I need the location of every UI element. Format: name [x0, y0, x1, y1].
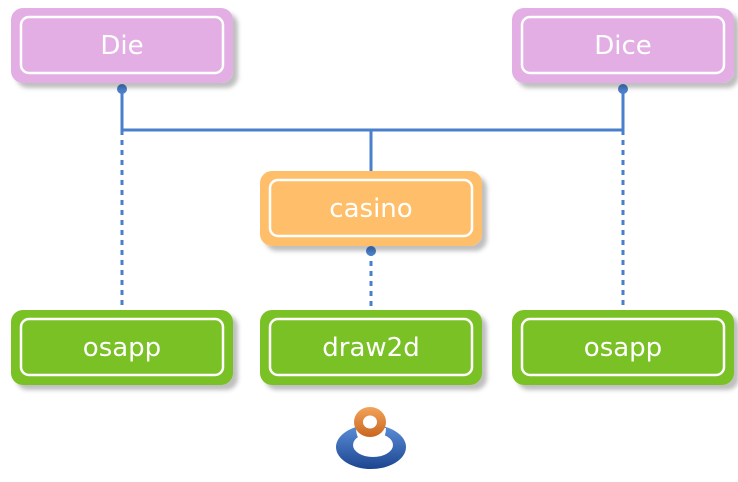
- node-casino[interactable]: casino: [260, 171, 482, 246]
- node-draw2d[interactable]: draw2d: [260, 310, 482, 385]
- node-casino-label: casino: [329, 194, 412, 224]
- node-die[interactable]: Die: [11, 8, 233, 83]
- node-osapp-left-label: osapp: [83, 333, 161, 363]
- node-dice-label: Dice: [594, 31, 652, 61]
- osbasics-logo-icon: [336, 407, 406, 469]
- connectors: [120, 89, 625, 312]
- connector-dots: [117, 84, 628, 256]
- connector-dot-die: [117, 84, 127, 94]
- node-die-label: Die: [100, 31, 143, 61]
- node-draw2d-label: draw2d: [322, 333, 419, 363]
- node-osapp-left[interactable]: osapp: [11, 310, 233, 385]
- node-osapp-right-label: osapp: [584, 333, 662, 363]
- connector-dot-dice: [618, 84, 628, 94]
- connector-dot-casino: [366, 246, 376, 256]
- node-dice[interactable]: Dice: [512, 8, 734, 83]
- node-osapp-right[interactable]: osapp: [512, 310, 734, 385]
